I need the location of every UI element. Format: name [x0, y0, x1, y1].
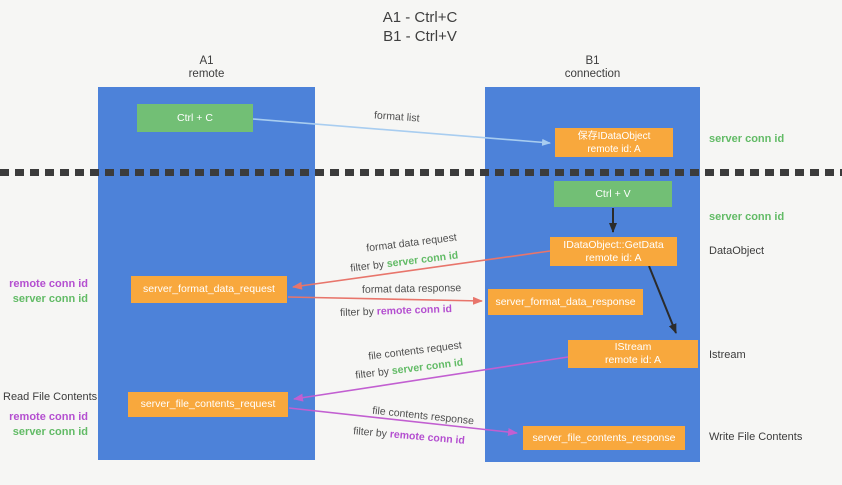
lane-b1-title: B1 [585, 55, 600, 67]
node-istream-line2: remote id: A [604, 354, 662, 366]
filter-key-remote-conn-id: remote conn id [389, 428, 466, 447]
annotation-left-format-ids: remote conn id server conn id [9, 277, 88, 307]
filter-key-server-conn-id: server conn id [391, 356, 464, 378]
node-file-request-label: server_file_contents_request [140, 398, 276, 410]
filter-prefix: filter by [349, 258, 385, 275]
title-line-1: A1 - Ctrl+C [382, 9, 458, 26]
annotation-remote-conn-id: remote conn id [9, 411, 88, 423]
annotation-left-file-ids: remote conn id server conn id [9, 410, 88, 440]
node-format-response-label: server_format_data_response [495, 295, 636, 308]
node-file-response-label: server_file_contents_response [532, 431, 676, 444]
annotation-istream: Istream [709, 349, 746, 361]
node-server-file-contents-request: server_file_contents_request [128, 392, 288, 417]
edge-label-format-data-response: format data response [361, 282, 462, 296]
annotation-server-conn-id-top: server conn id [709, 133, 785, 145]
node-save-line2: remote id: A [587, 143, 641, 155]
lane-header-b1: B1 connection [485, 55, 700, 81]
node-ctrl-v: Ctrl + V [554, 181, 672, 207]
filter-prefix: filter by [354, 365, 390, 382]
node-server-format-data-request: server_format_data_request [131, 276, 287, 303]
edge-label-file-contents-response: file contents response [371, 404, 475, 428]
annotation-write-file-contents: Write File Contents [709, 431, 803, 443]
diagram-title: A1 - Ctrl+C B1 - Ctrl+V [300, 8, 540, 46]
node-save-line1: 保存IDataObject [577, 130, 651, 142]
annotation-dataobject: DataObject [709, 245, 765, 257]
filter-prefix: filter by [352, 425, 388, 441]
annotation-server-conn-id: server conn id [12, 426, 88, 438]
filter-key-server-conn-id: server conn id [386, 249, 459, 271]
annotation-server-conn-id: server conn id [12, 293, 88, 305]
edge-label-format-list: format list [373, 109, 420, 125]
edge-filter-format-response: filter by remote conn id [340, 303, 452, 319]
lane-b1-subtitle: connection [564, 68, 621, 80]
node-format-request-label: server_format_data_request [143, 283, 275, 295]
lane-a1-title: A1 [199, 55, 214, 67]
node-ctrl-v-label: Ctrl + V [595, 187, 631, 200]
lane-header-a1: A1 remote [98, 55, 315, 81]
node-getdata-line2: remote id: A [585, 251, 642, 264]
node-ctrl-c-label: Ctrl + C [177, 111, 213, 124]
dotted-divider [0, 169, 842, 176]
title-line-2: B1 - Ctrl+V [383, 28, 457, 45]
annotation-read-file-contents: Read File Contents [3, 391, 98, 403]
node-server-format-data-response: server_format_data_response [488, 289, 643, 315]
arrow-format-data-response [287, 296, 483, 305]
filter-prefix: filter by [339, 305, 375, 319]
node-getdata-line1: IDataObject::GetData [563, 238, 664, 251]
node-save-idataobject: 保存IDataObject remote id: A [555, 128, 673, 157]
lane-a1-subtitle: remote [188, 68, 225, 80]
node-istream: IStream remote id: A [568, 340, 698, 368]
annotation-server-conn-id-mid: server conn id [709, 211, 785, 223]
annotation-remote-conn-id: remote conn id [9, 278, 88, 290]
filter-key-remote-conn-id: remote conn id [376, 303, 453, 318]
node-ctrl-c: Ctrl + C [137, 104, 253, 132]
node-istream-line1: IStream [614, 341, 652, 353]
node-server-file-contents-response: server_file_contents_response [523, 426, 685, 450]
node-idataobject-getdata: IDataObject::GetData remote id: A [550, 237, 677, 266]
edge-filter-file-response: filter by remote conn id [353, 425, 466, 447]
